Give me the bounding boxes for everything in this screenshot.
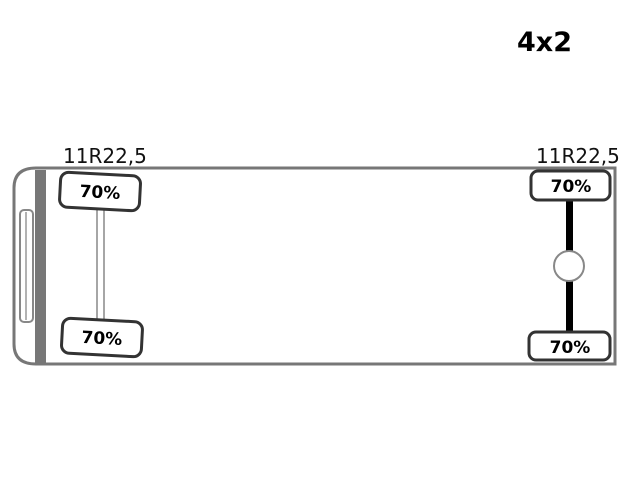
front-left-tire: 70% — [58, 170, 142, 213]
front-left-tread: 70% — [79, 182, 121, 204]
front-right-tread: 70% — [81, 328, 123, 350]
rear-left-tire: 70% — [529, 169, 612, 202]
front-bumper — [35, 170, 46, 363]
rear-right-tire: 70% — [527, 330, 612, 362]
rear-tire-size: 11R22,5 — [536, 144, 620, 168]
differential — [553, 250, 585, 282]
rear-left-tread: 70% — [551, 177, 592, 197]
front-tire-size: 11R22,5 — [63, 144, 147, 168]
windshield — [19, 209, 34, 323]
rear-right-tread: 70% — [550, 338, 591, 358]
front-right-tire: 70% — [60, 316, 144, 359]
vehicle-body-outline — [12, 166, 617, 366]
axle-config-label: 4x2 — [517, 27, 572, 58]
